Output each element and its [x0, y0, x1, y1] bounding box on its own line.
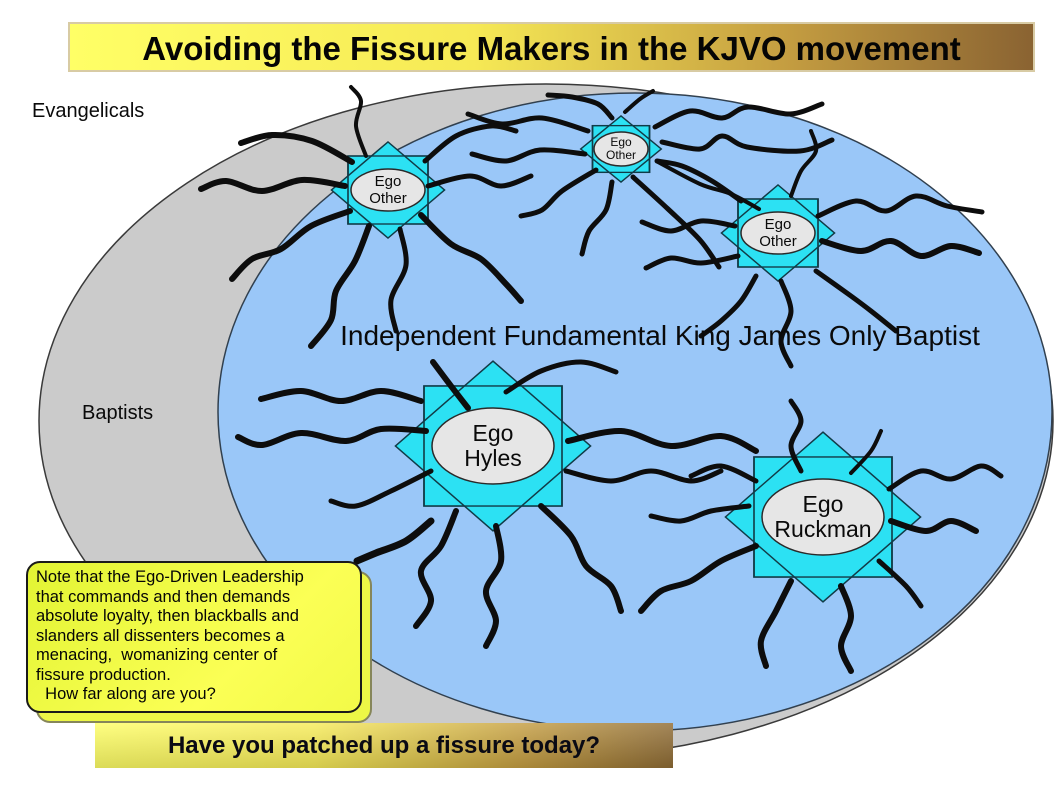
- hub-ego-other-3: [740, 211, 816, 255]
- star-square-outline: [347, 155, 429, 225]
- fissure-line: [849, 429, 883, 475]
- fissure-line: [418, 212, 524, 304]
- fissure-line: [413, 508, 459, 629]
- note-box: Note that the Ego-Driven Leadership that…: [26, 561, 362, 713]
- hub-ego-ruckman: [761, 478, 885, 556]
- fissure-line: [483, 523, 505, 649]
- star-label-ego-ruckman: Ego Ruckman: [774, 491, 872, 542]
- fissure-line: [353, 517, 435, 565]
- star-square-outline: [591, 124, 651, 174]
- star-label-ego-other-2: Ego Other: [369, 173, 407, 207]
- fissure-line: [652, 101, 825, 130]
- fissure-line: [349, 85, 368, 158]
- fissure-line: [886, 463, 1004, 492]
- label-inner-ellipse: Independent Fundamental King James Only …: [340, 320, 980, 351]
- fissure-line: [229, 208, 353, 282]
- fissure-line: [235, 425, 429, 449]
- fissure-line: [643, 253, 741, 271]
- fissure-line: [430, 359, 471, 411]
- star-label-ego-other-3: Ego Other: [759, 216, 797, 250]
- fissure-line: [422, 123, 519, 164]
- fissure-line: [837, 583, 855, 674]
- fissure-line: [198, 176, 348, 195]
- hub-ego-hyles: [431, 407, 555, 485]
- fissure-line: [465, 111, 591, 134]
- hub-ego-other-2: [350, 168, 426, 212]
- star-label-ego-hyles: Ego Hyles: [464, 420, 522, 471]
- fissure-line: [648, 503, 752, 524]
- fissure-line: [757, 578, 794, 669]
- fissure-line: [659, 133, 835, 154]
- fissure-line: [545, 92, 615, 121]
- fissure-line: [654, 158, 744, 204]
- fissure-line: [876, 558, 924, 609]
- fissure-line: [698, 273, 759, 339]
- fissure-line: [888, 517, 979, 535]
- fissure-line: [538, 503, 624, 614]
- fissure-line: [308, 223, 372, 349]
- fissure-line: [425, 173, 534, 189]
- fissure-line: [565, 427, 759, 454]
- star-label-ego-other-1: Ego Other: [605, 135, 637, 162]
- fissure-line: [579, 179, 615, 257]
- fissures-layer: [198, 85, 1004, 674]
- title-banner: Avoiding the Fissure Makers in the KJVO …: [68, 22, 1035, 72]
- fissure-line: [388, 226, 409, 334]
- hubs-layer: [350, 131, 885, 556]
- fissure-line: [328, 468, 434, 509]
- fissure-line: [815, 193, 985, 219]
- fissure-line: [656, 160, 761, 211]
- star-square-outline: [737, 198, 819, 268]
- star-square-outline: [423, 385, 563, 507]
- bottom-banner: Have you patched up a fissure today?: [95, 723, 673, 768]
- fissure-line: [518, 167, 599, 219]
- fissure-line: [778, 278, 794, 369]
- fissure-line: [638, 543, 759, 614]
- fissure-line: [819, 238, 982, 259]
- label-evangelicals: Evangelicals: [32, 100, 145, 122]
- fissure-line: [789, 129, 819, 198]
- fissure-line: [238, 131, 355, 165]
- fissure-line: [788, 398, 804, 474]
- fissure-line: [258, 387, 424, 405]
- fissure-line: [469, 147, 588, 164]
- fissure-line: [813, 268, 899, 334]
- fissure-line: [639, 218, 738, 234]
- hub-ego-other-1: [593, 131, 649, 167]
- fissure-line: [623, 89, 655, 114]
- fissure-line: [563, 468, 724, 484]
- star-square-outline: [753, 456, 893, 578]
- label-baptists: Baptists: [82, 402, 154, 424]
- fissure-line: [688, 463, 759, 484]
- fissure-line: [503, 359, 619, 395]
